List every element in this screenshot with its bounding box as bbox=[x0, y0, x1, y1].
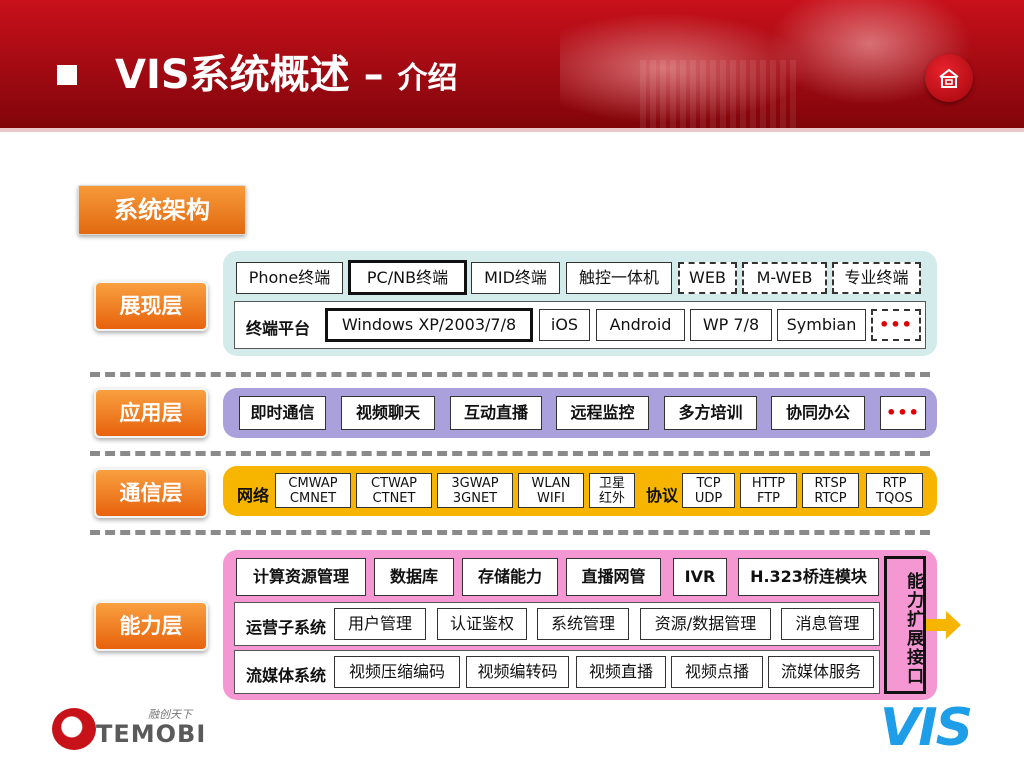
protocol-line: TQOS bbox=[876, 491, 913, 506]
layer-label-presentation: 展现层 bbox=[94, 281, 208, 331]
capability-box: 数据库 bbox=[374, 558, 454, 596]
network-line: CTWAP bbox=[371, 476, 417, 491]
application-box: 视频聊天 bbox=[341, 396, 435, 430]
protocol-line: FTP bbox=[756, 491, 781, 506]
network-box: 卫星红外 bbox=[589, 473, 635, 508]
operations-subsystem-label: 运营子系统 bbox=[246, 618, 327, 637]
platform-box: Android bbox=[596, 309, 685, 341]
operations-box: 系统管理 bbox=[537, 608, 629, 640]
title-dash: – bbox=[349, 52, 398, 98]
network-line: CMNET bbox=[289, 491, 337, 506]
operations-box: 消息管理 bbox=[781, 608, 874, 640]
application-box: 远程监控 bbox=[556, 396, 649, 430]
protocol-line: RTCP bbox=[814, 491, 847, 506]
title-main: VIS系统概述 bbox=[115, 52, 350, 98]
streaming-box: 视频直播 bbox=[576, 656, 666, 688]
application-box: 即时通信 bbox=[239, 396, 326, 430]
protocol-line: RTSP bbox=[814, 476, 847, 491]
terminal-box: PC/NB终端 bbox=[348, 260, 467, 295]
home-button[interactable] bbox=[925, 54, 973, 102]
header-world-map-decoration bbox=[640, 60, 800, 132]
layer-label-capability: 能力层 bbox=[94, 601, 208, 651]
platform-box: Windows XP/2003/7/8 bbox=[325, 308, 533, 342]
more-platforms-box: ••• bbox=[871, 309, 921, 341]
operations-box: 资源/数据管理 bbox=[640, 608, 771, 640]
operations-box: 用户管理 bbox=[334, 608, 426, 640]
layer-separator bbox=[90, 372, 930, 377]
platform-box: Symbian bbox=[777, 309, 866, 341]
network-line: WLAN bbox=[531, 476, 571, 491]
streaming-box: 视频点播 bbox=[671, 656, 763, 688]
layer-label-communication: 通信层 bbox=[94, 468, 208, 518]
layer-separator bbox=[90, 530, 930, 535]
terminal-box: M-WEB bbox=[742, 262, 827, 294]
capability-extension-interface: 能力扩展接口 bbox=[884, 556, 926, 694]
terminal-box: 触控一体机 bbox=[566, 262, 672, 294]
network-label: 网络 bbox=[237, 486, 270, 505]
network-line: 3GNET bbox=[452, 491, 498, 506]
page-title: VIS系统概述 – 介绍 bbox=[115, 50, 458, 104]
protocol-line: RTP bbox=[882, 476, 907, 491]
terminal-box: 专业终端 bbox=[832, 262, 921, 294]
application-box: 多方培训 bbox=[664, 396, 757, 430]
title-sub: 介绍 bbox=[397, 61, 458, 96]
capability-box: 计算资源管理 bbox=[236, 558, 366, 596]
operations-box: 认证鉴权 bbox=[437, 608, 527, 640]
network-line: WIFI bbox=[537, 491, 565, 506]
capability-box: 直播网管 bbox=[566, 558, 661, 596]
protocol-line: UDP bbox=[694, 491, 723, 506]
terminal-box: WEB bbox=[678, 262, 737, 294]
layer-separator bbox=[90, 451, 930, 456]
vis-logo: VIS bbox=[880, 698, 973, 758]
terminal-box: Phone终端 bbox=[236, 262, 343, 294]
network-line: 3GWAP bbox=[451, 476, 499, 491]
platform-box: iOS bbox=[539, 309, 590, 341]
platform-label: 终端平台 bbox=[246, 319, 311, 338]
network-line: CMWAP bbox=[288, 476, 338, 491]
header-banner: VIS系统概述 – 介绍 bbox=[0, 0, 1024, 132]
title-bullet-icon bbox=[57, 65, 77, 85]
streaming-system-label: 流媒体系统 bbox=[246, 666, 327, 685]
more-applications-box: ••• bbox=[880, 396, 926, 430]
home-icon bbox=[939, 68, 959, 88]
more-dots: ••• bbox=[886, 403, 920, 422]
section-label: 系统架构 bbox=[78, 185, 246, 235]
protocol-line: HTTP bbox=[751, 476, 786, 491]
arrow-right-icon bbox=[926, 611, 961, 639]
terminal-box: MID终端 bbox=[471, 262, 560, 294]
temobi-logo: 融创天下 TEMOBI bbox=[52, 706, 212, 752]
streaming-box: 流媒体服务 bbox=[768, 656, 874, 688]
application-box: 互动直播 bbox=[450, 396, 542, 430]
temobi-wordmark: TEMOBI bbox=[96, 720, 207, 748]
streaming-box: 视频编转码 bbox=[466, 656, 569, 688]
capability-box: H.323桥连模块 bbox=[738, 558, 879, 596]
temobi-seal-icon bbox=[52, 708, 96, 750]
protocol-line: TCP bbox=[696, 476, 721, 491]
platform-box: WP 7/8 bbox=[690, 309, 772, 341]
header-divider bbox=[0, 128, 1024, 132]
network-line: 红外 bbox=[598, 491, 625, 506]
streaming-box: 视频压缩编码 bbox=[334, 656, 460, 688]
application-box: 协同办公 bbox=[771, 396, 865, 430]
capability-box: IVR bbox=[673, 558, 727, 596]
protocol-label: 协议 bbox=[646, 486, 679, 505]
more-dots: ••• bbox=[879, 315, 913, 334]
layer-label-application: 应用层 bbox=[94, 388, 208, 438]
network-line: 卫星 bbox=[598, 476, 625, 491]
network-line: CTNET bbox=[372, 491, 416, 506]
capability-box: 存储能力 bbox=[462, 558, 558, 596]
temobi-tagline: 融创天下 bbox=[148, 708, 192, 721]
